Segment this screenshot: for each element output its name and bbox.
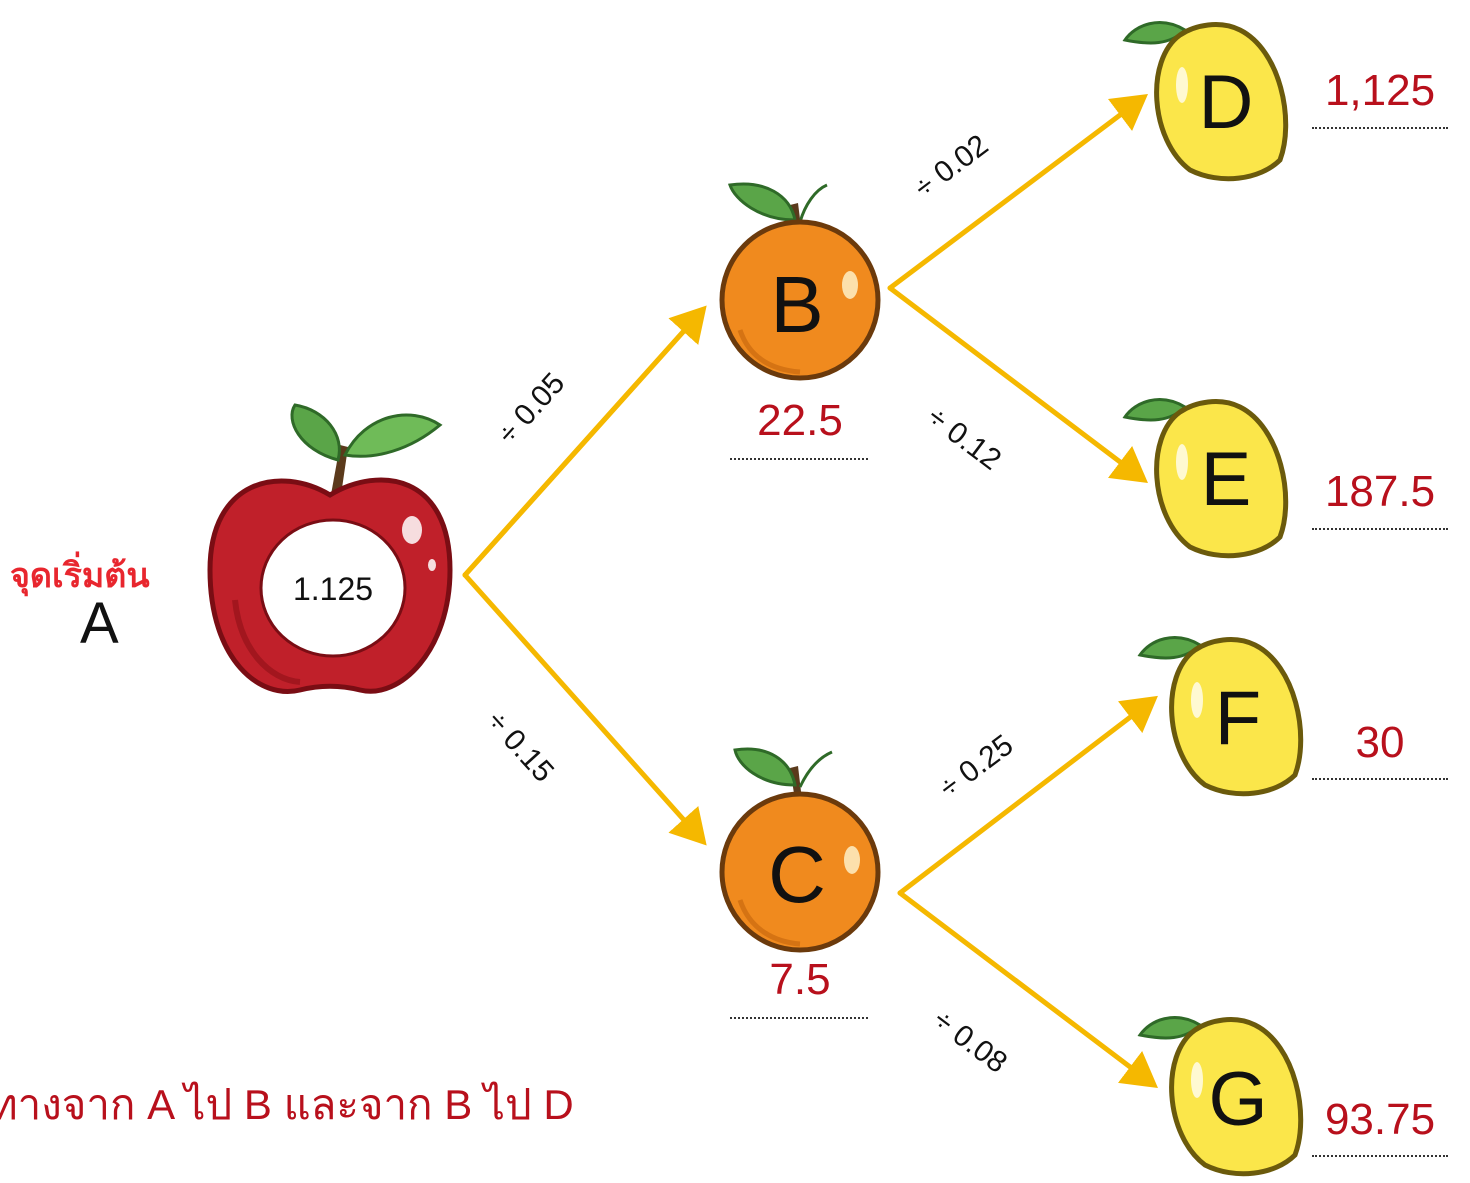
- arrow-a-to-c: [462, 572, 707, 846]
- answer-f: 30: [1355, 718, 1405, 767]
- lemon-icon-f: [1137, 636, 1304, 797]
- lemon-icon-g: [1137, 1016, 1304, 1177]
- node-letter-d: D: [1199, 60, 1254, 145]
- arrow-c-to-g: [897, 890, 1158, 1089]
- arrow-b-to-e: [887, 285, 1148, 484]
- start-value: 1.125: [293, 571, 373, 607]
- answer-b-line: [730, 458, 868, 460]
- answer-e: 187.5: [1324, 467, 1436, 516]
- answer-c-line: [730, 1017, 868, 1019]
- node-letter-f: F: [1215, 676, 1261, 761]
- start-node-letter: A: [80, 591, 119, 656]
- apple-icon: [207, 403, 453, 694]
- node-letter-g: G: [1208, 1057, 1267, 1142]
- node-letter-b: B: [770, 260, 823, 349]
- start-label: จุดเริ่มต้น: [10, 556, 150, 596]
- answer-g: 93.75: [1324, 1095, 1436, 1144]
- answer-e-line: [1312, 528, 1448, 530]
- arrow-a-to-b-head: [462, 305, 707, 578]
- answer-c: 7.5: [769, 955, 831, 1004]
- node-letter-c: C: [768, 830, 826, 919]
- node-letter-e: E: [1201, 437, 1252, 522]
- answer-d-line: [1312, 127, 1448, 129]
- orange-icon-c: [719, 747, 881, 953]
- lemon-icon-d: [1122, 21, 1289, 182]
- answer-b: 22.5: [757, 396, 843, 445]
- apple-leaf-right: [342, 413, 443, 458]
- lemon-icon-e: [1122, 398, 1289, 559]
- answer-d: 1,125: [1324, 66, 1436, 115]
- apple-leaf-left: [290, 403, 341, 462]
- footer-line-1: ทางจาก A ไป B และจาก B ไป D: [0, 1081, 574, 1128]
- answer-f-line: [1312, 778, 1448, 780]
- answer-g-line: [1312, 1155, 1448, 1157]
- arrow-c-to-f: [897, 695, 1158, 896]
- orange-icon-b: [719, 182, 881, 381]
- arrow-b-to-d: [887, 93, 1148, 291]
- tree-arrows: [462, 93, 1158, 1089]
